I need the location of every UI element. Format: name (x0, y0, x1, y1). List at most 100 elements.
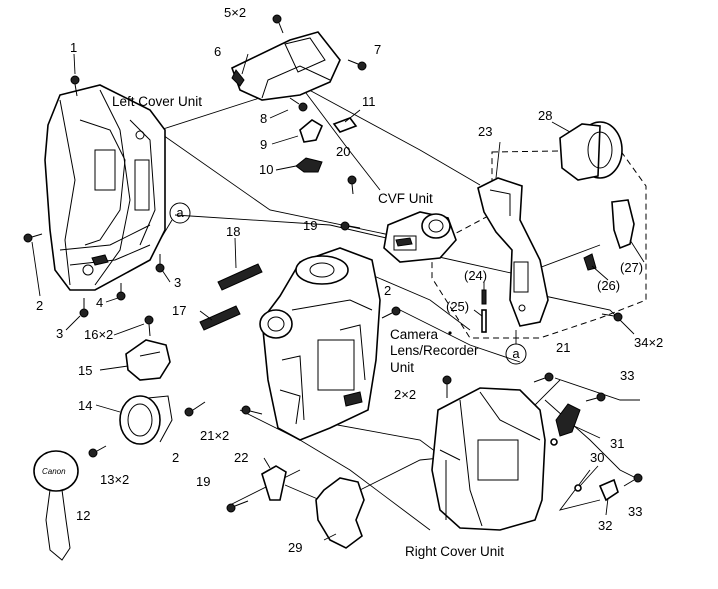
screws (23, 14, 643, 513)
callout-2a: 2 (36, 298, 43, 313)
callout-24: (24) (464, 268, 487, 283)
callout-2b: 2 (384, 283, 391, 298)
strips-17-18 (199, 263, 263, 331)
callout-9: 9 (260, 137, 267, 152)
screw-19a-icon (340, 221, 361, 231)
leader-lines (31, 53, 645, 541)
callout-6: 6 (214, 44, 221, 59)
top-cover-part-6 (231, 31, 341, 101)
callout-8: 8 (260, 111, 267, 126)
part-22 (261, 465, 287, 501)
part-30b (574, 484, 582, 492)
callout-20: 20 (336, 144, 350, 159)
screw-2a-icon (23, 233, 43, 243)
screw-19b-icon (226, 500, 249, 513)
callout-17: 17 (172, 303, 186, 318)
part-29 (315, 477, 365, 549)
screw-3a-icon (155, 254, 165, 273)
camera-unit-label-line3: Unit (390, 360, 414, 375)
callout-34x2: 34×2 (634, 335, 663, 350)
camera-unit-label-line2: Lens/Recorder (390, 343, 479, 358)
callout-15: 15 (78, 363, 92, 378)
callout-3a: 3 (174, 275, 181, 290)
part-26 (583, 253, 597, 271)
callout-32: 32 (598, 518, 612, 533)
callout-33b: 33 (628, 504, 642, 519)
callout-4: 4 (96, 295, 103, 310)
callout-22: 22 (234, 450, 248, 465)
parts-26-27 (583, 199, 635, 271)
part-15 (125, 339, 171, 381)
callout-23: 23 (478, 124, 492, 139)
callout-14: 14 (78, 398, 92, 413)
left-cover-unit (44, 84, 166, 291)
screw-13-icon (88, 445, 107, 458)
callout-labels: 1 5×2 6 7 8 9 10 11 20 19 18 17 2 3 3 4 … (36, 5, 663, 555)
screw-2c-icon (184, 401, 206, 417)
ref-a-label-2: a (512, 346, 520, 361)
part-11 (332, 117, 358, 133)
cvf-unit-part (383, 211, 457, 263)
screw-7-icon (347, 59, 367, 71)
callout-21: 21 (556, 340, 570, 355)
callout-30: 30 (590, 450, 604, 465)
callout-7: 7 (374, 42, 381, 57)
screw-2b-icon (381, 306, 401, 319)
screw-21a-icon (533, 372, 554, 383)
screw-20-icon (347, 175, 357, 195)
screw-8-icon (289, 97, 308, 112)
callout-26: (26) (597, 278, 620, 293)
callout-25: (25) (446, 299, 469, 314)
strip-17 (199, 305, 241, 331)
callout-19a: 19 (303, 218, 317, 233)
small-parts-9-10-11 (295, 117, 358, 173)
callout-2x2: 2×2 (394, 387, 416, 402)
pins-24-25 (481, 289, 487, 333)
screw-33b-icon (623, 473, 643, 487)
lens-parts: Canon (33, 339, 173, 561)
ref-a-label-1: a (176, 205, 184, 220)
svg-text:Canon: Canon (42, 467, 66, 476)
part-32 (598, 478, 619, 502)
screw-4-icon (116, 283, 126, 301)
cvf-unit-label: CVF Unit (378, 191, 433, 206)
reference-marker-a-1: a (169, 202, 191, 224)
callout-27: (27) (620, 260, 643, 275)
callout-29: 29 (288, 540, 302, 555)
eyecup-part-28 (559, 121, 623, 181)
callout-21x2: 21×2 (200, 428, 229, 443)
callout-11: 11 (362, 94, 376, 109)
lens-cap-part-12: Canon (33, 450, 79, 561)
part-27 (611, 199, 635, 250)
screw-3b-icon (79, 298, 89, 318)
callout-13x2: 13×2 (100, 472, 129, 487)
callout-1: 1 (70, 40, 77, 55)
callout-28: 28 (538, 108, 552, 123)
right-cover-unit-label: Right Cover Unit (405, 544, 504, 559)
grip-frame-part-23 (477, 177, 549, 327)
camera-lens-recorder-unit (259, 247, 381, 441)
right-cover-unit (431, 387, 546, 531)
callout-3b: 3 (56, 326, 63, 341)
part-31 (555, 403, 581, 437)
callout-19b: 19 (196, 474, 210, 489)
screw-33a-icon (585, 392, 606, 402)
camera-unit-label-line1: Camera (390, 327, 439, 342)
callout-12: 12 (76, 508, 90, 523)
screw-2x2-icon (442, 375, 452, 398)
left-cover-unit-label: Left Cover Unit (112, 94, 202, 109)
parts-30-31-32 (550, 403, 619, 502)
screw-16-icon (144, 315, 154, 337)
part-10 (295, 157, 323, 173)
strip-18 (217, 263, 263, 291)
callout-5x2: 5×2 (224, 5, 246, 20)
callout-31: 31 (610, 436, 624, 451)
callout-2c: 2 (172, 450, 179, 465)
part-14 (119, 395, 173, 445)
screw-5-icon (272, 14, 284, 34)
callout-16x2: 16×2 (84, 327, 113, 342)
screw-1-icon (70, 75, 80, 97)
part-9 (299, 119, 324, 143)
part-30a (550, 438, 558, 446)
